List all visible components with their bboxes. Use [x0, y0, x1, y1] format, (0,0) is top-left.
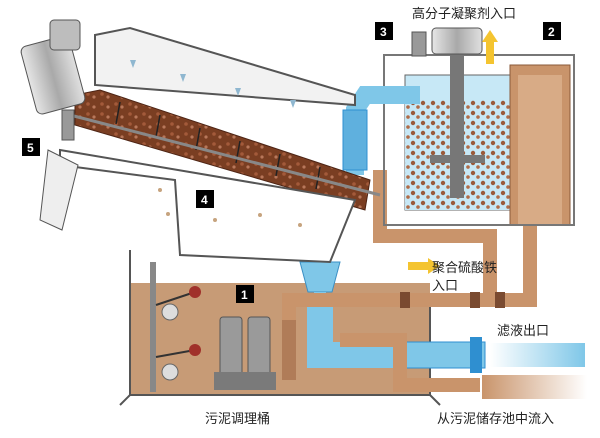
pump-riser — [282, 320, 296, 380]
sludge-tank — [119, 250, 441, 406]
label-polymer-inlet: 高分子凝聚剂入口 — [412, 6, 516, 22]
marker-4: 4 — [196, 190, 214, 208]
inflow-arrow — [482, 375, 587, 399]
svg-text:3: 3 — [380, 25, 387, 39]
marker-5: 5 — [22, 138, 40, 156]
ferric-dosing-arrow — [408, 262, 428, 270]
screw-flights — [115, 101, 321, 190]
screw-press — [39, 26, 381, 264]
label-inflow: 从污泥储存池中流入 — [437, 412, 554, 427]
thickening-pipe — [342, 109, 368, 171]
label-sludge-tank: 污泥调理桶 — [205, 412, 270, 427]
filtrate-pipe — [307, 305, 585, 373]
marker-3: 3 — [375, 22, 393, 40]
drive-motor — [20, 19, 86, 141]
tank-legs — [119, 394, 441, 406]
svg-text:4: 4 — [201, 193, 208, 207]
label-ferric-inlet-2: 入口 — [432, 279, 458, 294]
svg-text:2: 2 — [548, 25, 555, 39]
agitator-motor — [431, 27, 483, 55]
svg-text:5: 5 — [27, 141, 34, 155]
submersible-pumps — [214, 316, 296, 390]
float-top — [189, 286, 201, 298]
filtrate-outlet-arrow — [490, 343, 585, 367]
spray-nozzles — [130, 60, 296, 108]
marker-2: 2 — [543, 22, 561, 40]
screw-cover — [94, 26, 356, 107]
svg-text:1: 1 — [241, 288, 248, 302]
screw-shaft — [69, 113, 381, 197]
pipe-valves — [400, 292, 505, 308]
screw-barrel — [74, 89, 371, 211]
agitator-shaft — [450, 38, 464, 198]
float-bottom — [189, 344, 201, 356]
flocculation-tank — [383, 27, 575, 226]
label-filtrate-outlet: 滤液出口 — [497, 324, 549, 339]
float-rod — [150, 262, 156, 392]
level-float-switches — [150, 262, 201, 392]
polymer-dosing-arrow — [486, 42, 494, 64]
label-ferric-inlet-1: 聚合硫酸铁 — [432, 261, 497, 276]
dosing-arrows — [408, 30, 498, 274]
cake-chute — [39, 149, 79, 231]
marker-1: 1 — [236, 285, 254, 303]
